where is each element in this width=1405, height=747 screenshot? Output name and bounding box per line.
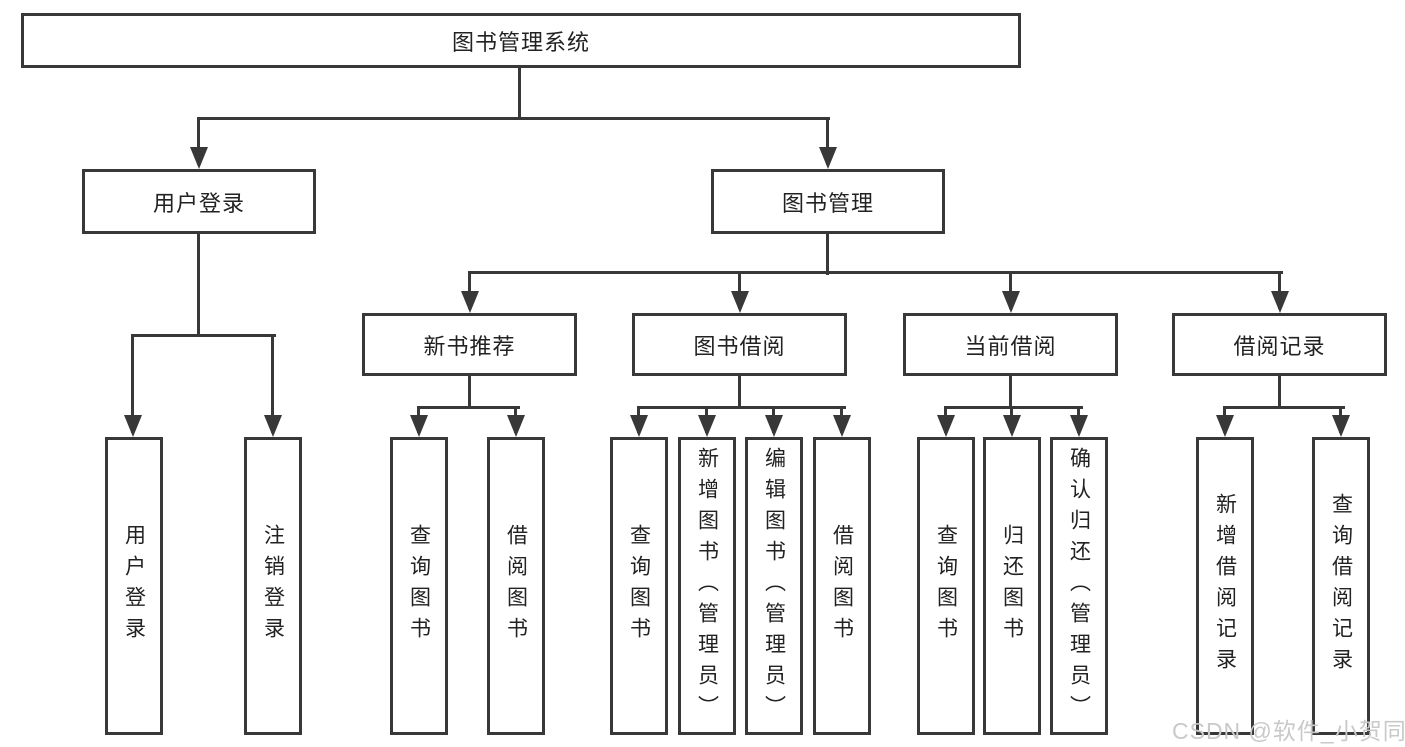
arrowhead-edit-admin [765, 415, 783, 437]
arrowhead-manage [819, 147, 837, 169]
leaf-label-add-borrow-record: 新增借阅记录 [1213, 493, 1237, 679]
leaf-add-book-admin: 新增图书（管理员） [678, 437, 736, 735]
leaf-label-confirm-return-admin: 确认归还（管理员） [1067, 446, 1091, 726]
node-book-management: 图书管理 [711, 169, 945, 234]
node-label-book-management: 图书管理 [781, 190, 874, 216]
connector-drop-recommend [468, 271, 471, 309]
leaf-label-query-books-borrow: 查询图书 [627, 524, 651, 648]
arrowhead-leaf-logout [264, 415, 282, 437]
arrowhead-borrow [731, 291, 749, 313]
connector-root-trunk [518, 66, 521, 120]
leaf-return-books: 归还图书 [983, 437, 1041, 735]
leaf-confirm-return-admin: 确认归还（管理员） [1050, 437, 1108, 735]
arrowhead-query1 [410, 415, 428, 437]
leaf-edit-book-admin: 编辑图书（管理员） [745, 437, 803, 735]
csdn-watermark: CSDN @软件_小贺同学 [1172, 718, 1405, 744]
node-current-borrowing: 当前借阅 [903, 313, 1118, 376]
leaf-label-query-borrow-record: 查询借阅记录 [1329, 493, 1353, 679]
arrowhead-add-record [1216, 415, 1234, 437]
connector-current-rail [944, 406, 1083, 409]
arrowhead-borrow2 [833, 415, 851, 437]
connector-login-rail [131, 334, 276, 337]
connector-drop-leaf-logout [271, 334, 274, 433]
arrowhead-query2 [630, 415, 648, 437]
connector-borrow-trunk [738, 374, 741, 409]
connector-current-trunk [1009, 374, 1012, 409]
node-user-login: 用户登录 [82, 169, 316, 234]
connector-recommend-rail [417, 406, 520, 409]
connector-records-rail [1223, 406, 1345, 409]
node-label-user-login: 用户登录 [152, 190, 245, 216]
node-label-book-borrowing: 图书借阅 [693, 333, 786, 359]
connector-level3-rail [468, 271, 1283, 274]
connector-level2-rail [197, 117, 830, 120]
leaf-query-books-current: 查询图书 [917, 437, 975, 735]
leaf-add-borrow-record: 新增借阅记录 [1196, 437, 1254, 735]
connector-login-trunk [197, 232, 200, 336]
leaf-label-borrow-books-2: 借阅图书 [830, 524, 854, 648]
node-label-new-book-recommend: 新书推荐 [423, 333, 516, 359]
arrowhead-query3 [937, 415, 955, 437]
arrowhead-add-admin [698, 415, 716, 437]
arrowhead-confirm-admin [1070, 415, 1088, 437]
leaf-label-add-book-admin: 新增图书（管理员） [695, 446, 719, 726]
leaf-query-books-borrow: 查询图书 [610, 437, 668, 735]
leaf-user-login: 用户登录 [105, 437, 163, 735]
leaf-borrow-books-2: 借阅图书 [813, 437, 871, 735]
leaf-logout: 注销登录 [244, 437, 302, 735]
leaf-label-edit-book-admin: 编辑图书（管理员） [762, 446, 786, 726]
connector-drop-records [1278, 271, 1281, 309]
leaf-label-user-login: 用户登录 [122, 524, 146, 648]
node-library-management-system: 图书管理系统 [21, 13, 1021, 68]
leaf-query-borrow-record: 查询借阅记录 [1312, 437, 1370, 735]
connector-recommend-trunk [468, 374, 471, 409]
node-borrowing-records: 借阅记录 [1172, 313, 1387, 376]
connector-manage-trunk [826, 232, 829, 275]
connector-borrow-rail [637, 406, 846, 409]
arrowhead-recommend [461, 291, 479, 313]
connector-drop-borrow [738, 271, 741, 309]
node-book-borrowing: 图书借阅 [632, 313, 847, 376]
connector-drop-login [197, 117, 200, 165]
arrowhead-return [1003, 415, 1021, 437]
leaf-label-borrow-books-recommend: 借阅图书 [504, 524, 528, 648]
leaf-query-books-recommend: 查询图书 [390, 437, 448, 735]
arrowhead-records [1271, 291, 1289, 313]
arrowhead-login [190, 147, 208, 169]
leaf-label-return-books: 归还图书 [1000, 524, 1024, 648]
node-label-root: 图书管理系统 [451, 29, 590, 55]
connector-drop-current [1009, 271, 1012, 309]
leaf-label-query-books-current: 查询图书 [934, 524, 958, 648]
arrowhead-borrow1 [507, 415, 525, 437]
connector-drop-manage [826, 117, 829, 165]
connector-records-trunk [1278, 374, 1281, 409]
node-new-book-recommend: 新书推荐 [362, 313, 577, 376]
arrowhead-leaf-login [124, 415, 142, 437]
leaf-label-query-books-recommend: 查询图书 [407, 524, 431, 648]
arrowhead-query-record [1332, 415, 1350, 437]
connector-drop-leaf-login [131, 334, 134, 433]
leaf-label-logout: 注销登录 [261, 524, 285, 648]
arrowhead-current [1002, 291, 1020, 313]
node-label-current-borrowing: 当前借阅 [964, 333, 1057, 359]
leaf-borrow-books-recommend: 借阅图书 [487, 437, 545, 735]
node-label-borrowing-records: 借阅记录 [1233, 333, 1326, 359]
